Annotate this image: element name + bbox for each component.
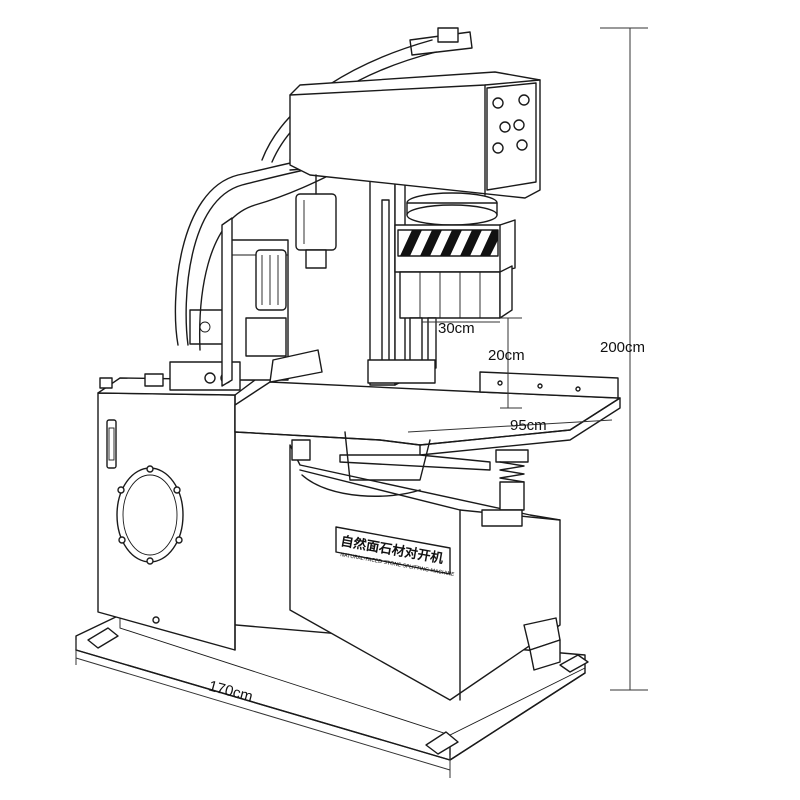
- foot-pedal: [523, 617, 561, 671]
- dimension-height-label: 200cm: [600, 339, 645, 356]
- press-head: [289, 71, 541, 269]
- inspection-cover: [116, 465, 184, 565]
- dimension-blade-gap-label: 30cm: [438, 320, 475, 337]
- upper-blade-carrier: [394, 219, 516, 319]
- dimension-lines: [75, 27, 648, 778]
- lower-cylinder: [481, 449, 529, 527]
- lower-body: 自然面石材对开机 NATURAL-FACED STONE SPLITTING M…: [289, 431, 561, 701]
- dimension-table-width-label: 95cm: [510, 417, 547, 434]
- motor-pump: [169, 239, 289, 391]
- dimension-stroke-label: 20cm: [488, 347, 525, 364]
- hazard-stripes: [397, 229, 499, 257]
- work-table: [234, 349, 621, 471]
- hydraulic-tank: [97, 373, 256, 651]
- control-panel: [486, 82, 537, 191]
